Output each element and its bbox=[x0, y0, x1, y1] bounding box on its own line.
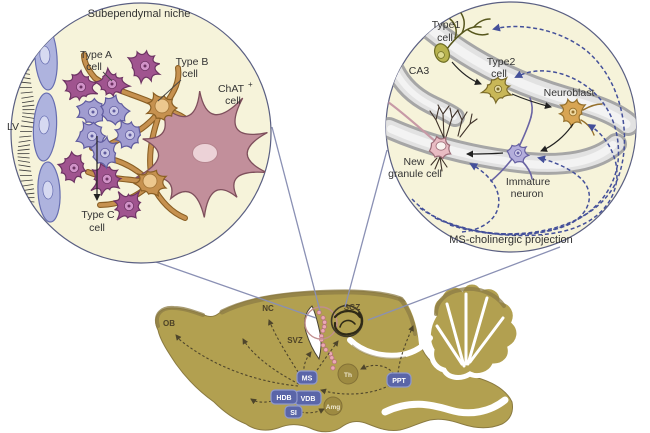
svz-highlight-circle bbox=[304, 306, 338, 340]
differentiation-arrows bbox=[451, 61, 574, 158]
type2-label-2: cell bbox=[491, 68, 507, 80]
callout-left-1 bbox=[271, 126, 321, 312]
type-c-label-1: Type C bbox=[81, 209, 115, 221]
arrow-immature-granule bbox=[466, 150, 504, 158]
thalamus-circle bbox=[337, 363, 359, 385]
ventral-gap bbox=[381, 396, 509, 417]
ms-label: MS bbox=[302, 376, 313, 383]
ependymal-cell bbox=[37, 161, 61, 223]
chat-label-2: cell bbox=[225, 95, 241, 107]
type-c-cell bbox=[75, 97, 106, 126]
type1-label-1: Type1 bbox=[432, 19, 461, 31]
arrow-ms-to-ob bbox=[175, 334, 299, 387]
neuroblast-label: Neuroblast bbox=[544, 87, 595, 99]
svz-label: SVZ bbox=[287, 336, 303, 345]
type2-cell bbox=[479, 76, 514, 105]
hdb-label: HDB bbox=[276, 395, 291, 402]
arrow-ppt-to-th bbox=[360, 364, 395, 375]
chat-label-1: ChAT bbox=[218, 83, 245, 95]
hippocampal-fissure bbox=[347, 335, 433, 359]
arrow-si-to-amg bbox=[300, 408, 325, 414]
immature-label-2: neuron bbox=[511, 188, 544, 200]
new-granule-cell bbox=[428, 135, 452, 160]
vdb-label: VDB bbox=[301, 396, 316, 403]
left-inset-title: Subependymal niche bbox=[88, 8, 191, 20]
ms-nucleus bbox=[296, 370, 318, 385]
brain-sagittal-section: Th Amg MS VDB HDB SI PPT OB NC SVZ SGZ bbox=[155, 279, 522, 433]
type-b-pointer bbox=[157, 79, 182, 102]
ppt-label: PPT bbox=[392, 378, 406, 385]
dentate-gyrus-swirl bbox=[333, 309, 363, 336]
callout-right-1 bbox=[344, 149, 388, 308]
right-inset-circle bbox=[385, 1, 637, 253]
new-granule-label-2: granule cell bbox=[388, 168, 442, 180]
type-c-cell bbox=[113, 118, 142, 150]
immature-neuron bbox=[490, 97, 533, 182]
posterior-shading bbox=[398, 297, 417, 336]
hdb-nucleus bbox=[270, 389, 298, 405]
cortex-shading bbox=[219, 289, 406, 315]
cortex-cerebellum-gap bbox=[401, 291, 425, 347]
type2-label-1: Type2 bbox=[487, 56, 516, 68]
loop-to-type2 bbox=[419, 70, 620, 236]
arrow-type2-neuroblast bbox=[511, 93, 552, 109]
ob-label: OB bbox=[163, 319, 175, 328]
type-b-label-1: Type B bbox=[176, 56, 209, 68]
loop-to-immature bbox=[449, 155, 591, 236]
new-granule-label-1: New bbox=[403, 156, 424, 168]
arrow-ppt-to-ms bbox=[320, 384, 391, 395]
granule-cell-dendritic-tree bbox=[429, 104, 478, 172]
callout-lines bbox=[155, 126, 561, 321]
nc-label: NC bbox=[262, 304, 274, 313]
type-a-label-2: cell bbox=[86, 61, 102, 73]
callout-right-2 bbox=[367, 246, 561, 321]
neuroblast-body bbox=[557, 97, 587, 129]
type-a-cell bbox=[93, 66, 133, 98]
lower-blade-band-hi bbox=[387, 125, 617, 169]
cerebellum-fissures bbox=[435, 292, 505, 368]
type-a-cell bbox=[61, 69, 99, 102]
immature-neuron-body bbox=[506, 142, 531, 164]
projection-label: MS-cholinergic projection bbox=[449, 234, 573, 246]
amygdala-circle bbox=[323, 396, 343, 416]
si-nucleus bbox=[284, 405, 303, 419]
loop-to-granule bbox=[461, 163, 500, 233]
ca3-band-hi bbox=[393, 69, 457, 120]
arrow-ms-to-frontal bbox=[242, 338, 300, 385]
thalamus-label: Th bbox=[344, 372, 352, 379]
loop-to-neuroblast bbox=[434, 123, 618, 237]
chat-label-sup: + bbox=[248, 80, 253, 89]
sgz-label: SGZ bbox=[344, 303, 361, 312]
type-a-pointer bbox=[102, 71, 113, 82]
callout-left-2 bbox=[155, 261, 317, 319]
type-c-cell bbox=[99, 93, 132, 126]
lv-label: LV bbox=[7, 121, 19, 133]
upper-blade-band-hi bbox=[420, 19, 631, 129]
ppt-nucleus bbox=[386, 372, 412, 388]
si-label: SI bbox=[290, 410, 297, 417]
ob-shading bbox=[155, 305, 205, 328]
immature-label-1: Immature bbox=[506, 176, 551, 188]
ependymal-cell bbox=[32, 92, 58, 162]
arrow-neuroblast-immature bbox=[540, 123, 574, 152]
type-a-cell bbox=[113, 189, 142, 221]
chat-positive-cell bbox=[135, 90, 268, 218]
type-c-label-2: cell bbox=[89, 222, 105, 234]
type-a-cell bbox=[56, 150, 88, 184]
type-a-label-1: Type A bbox=[80, 49, 112, 61]
amygdala-label: Amg bbox=[326, 404, 340, 411]
cerebellum bbox=[425, 279, 522, 380]
type-a-cell bbox=[126, 49, 162, 85]
cholinergic-projection-loops bbox=[411, 23, 626, 237]
subependymal-niche-inset: Subependymal niche LV Type A cell Type B… bbox=[7, 2, 272, 264]
type-b-label-2: cell bbox=[182, 68, 198, 80]
ca3-label: CA3 bbox=[409, 65, 430, 77]
sgz-niche-inset: Type1 cell Type2 cell CA3 Neuroblast New… bbox=[385, 1, 637, 253]
cerebellum-shading bbox=[434, 287, 506, 316]
arrow-type1-type2 bbox=[451, 61, 482, 86]
type1-label-2: cell bbox=[437, 32, 453, 44]
type1-cell bbox=[433, 12, 491, 63]
